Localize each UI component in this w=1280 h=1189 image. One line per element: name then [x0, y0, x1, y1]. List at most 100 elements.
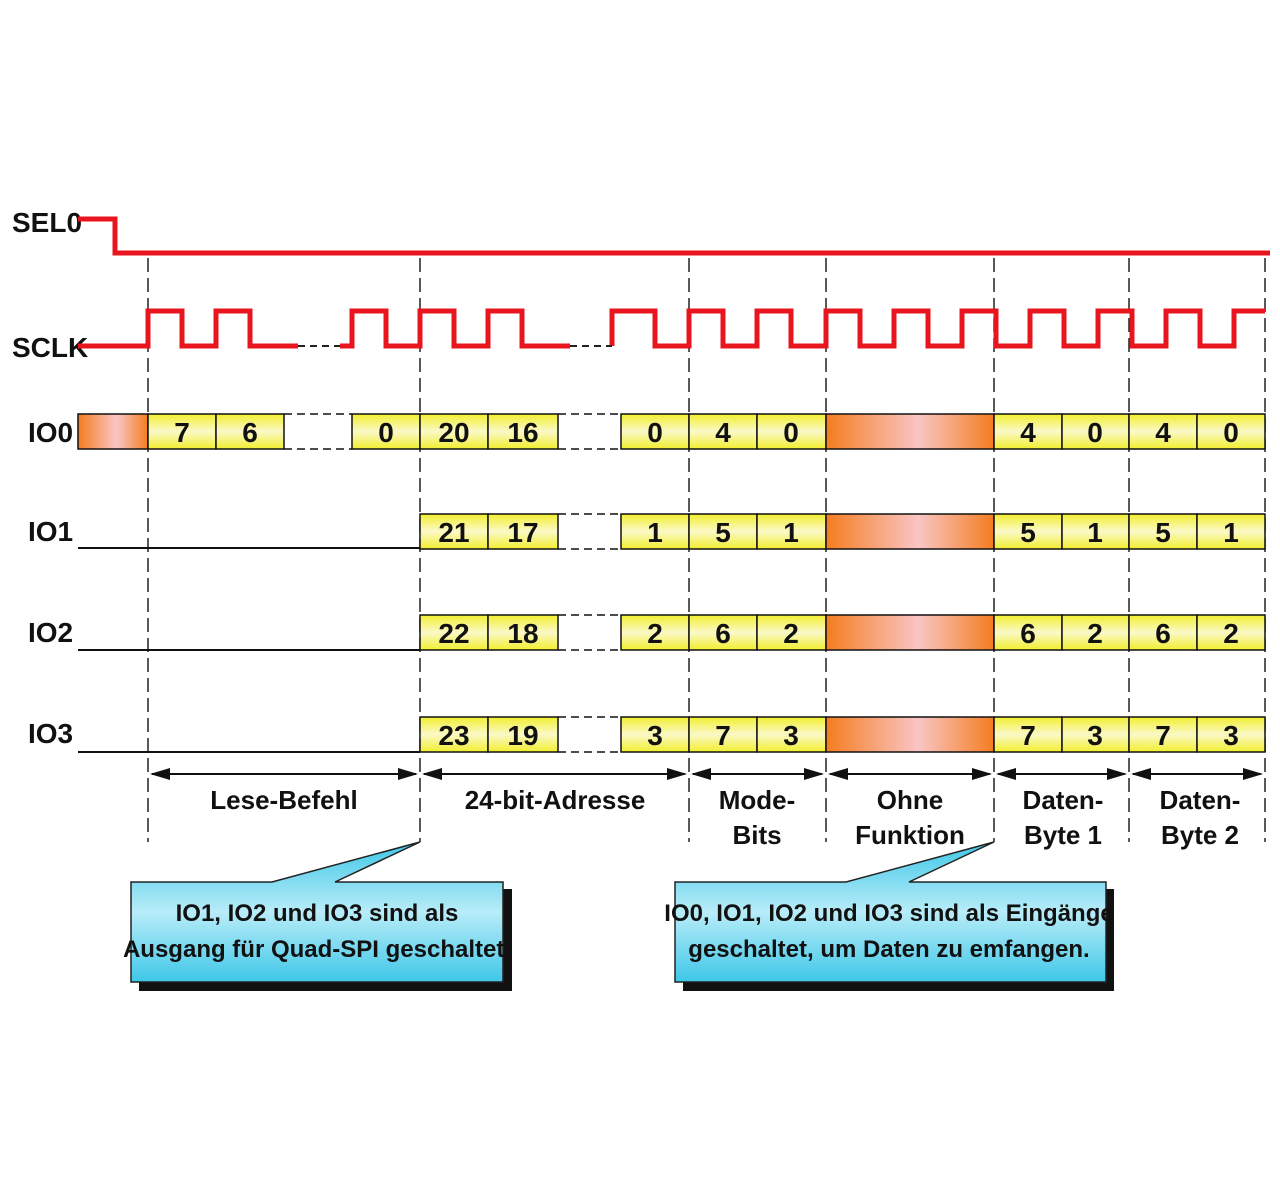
io2-cell-2-byte2 — [1196, 614, 1266, 651]
io2-label-2-mode: 2 — [783, 618, 799, 649]
io1-cell-5-byte2 — [1128, 513, 1198, 550]
io0-label-4-mode: 4 — [715, 417, 731, 448]
callout-input-box — [674, 841, 1107, 983]
io1-label-5-mode: 5 — [715, 517, 731, 548]
io3-label-3-byte1: 3 — [1087, 720, 1103, 751]
phase-span-arrows — [150, 768, 1263, 780]
io1-label-1-address: 1 — [647, 517, 663, 548]
sclk-waveform — [78, 308, 1265, 349]
io3-cell-19 — [487, 716, 559, 753]
phase-label-dummy-line2: Funktion — [855, 820, 965, 850]
io2-cell-2-byte1 — [1061, 614, 1130, 651]
io2-label-22: 22 — [438, 618, 469, 649]
io3-label-23: 23 — [438, 720, 469, 751]
callout-output-line1: IO1, IO2 und IO3 sind als — [176, 900, 459, 927]
span-arrow-data1-head-right — [1107, 768, 1127, 780]
span-arrow-address — [422, 768, 687, 780]
io1-label-17: 17 — [507, 517, 538, 548]
phase-label-command: Lese-Befehl — [210, 785, 357, 815]
io3-gap-dashes — [558, 716, 621, 753]
io2-label-18: 18 — [507, 618, 538, 649]
io3-row: 23 19 3 7 3 7 3 7 3 — [419, 716, 1266, 753]
io0-label-4-byte2: 4 — [1155, 417, 1171, 448]
io-idle-lines — [78, 547, 420, 753]
io0-label-7: 7 — [174, 417, 190, 448]
callout-output-box — [130, 841, 504, 983]
io0-label-16: 16 — [507, 417, 538, 448]
io0-label-0-byte1: 0 — [1087, 417, 1103, 448]
io3-dummy-bar — [825, 716, 995, 753]
io3-cell-7-byte1 — [993, 716, 1063, 753]
io1-cell-1-byte2 — [1196, 513, 1266, 550]
io1-label-1-mode: 1 — [783, 517, 799, 548]
io3-label-7-byte1: 7 — [1020, 720, 1036, 751]
io2-cell-22 — [419, 614, 489, 651]
callout-input-line1: IO0, IO1, IO2 und IO3 sind als Eingänge — [664, 900, 1113, 927]
phase-label-mode-line2: Bits — [732, 820, 781, 850]
io0-cell-4-byte2 — [1128, 413, 1198, 450]
io3-label-7-mode: 7 — [715, 720, 731, 751]
io2-gap-dashes — [558, 614, 621, 651]
io1-label-5-byte1: 5 — [1020, 517, 1036, 548]
io1-cell-5-byte1 — [993, 513, 1063, 550]
io1-cell-1-address — [620, 513, 690, 550]
io0-label-0-byte2: 0 — [1223, 417, 1239, 448]
io3-cell-3-address — [620, 716, 690, 753]
phase-label-mode-line1: Mode- — [719, 785, 796, 815]
io2-label-6-mode: 6 — [715, 618, 731, 649]
io2-cell-2-address — [620, 614, 690, 651]
io1-dummy-bar — [825, 513, 995, 550]
io0-label-0-address: 0 — [647, 417, 663, 448]
span-arrow-data2 — [1131, 768, 1263, 780]
signal-label-io1: IO1 — [28, 516, 73, 547]
phase-label-data1-line1: Daten- — [1023, 785, 1104, 815]
io2-label-6-byte2: 6 — [1155, 618, 1171, 649]
io2-label-2-address: 2 — [647, 618, 663, 649]
callout-output-line2: Ausgang für Quad-SPI geschaltet. — [123, 936, 511, 963]
io0-dummy-bar — [825, 413, 995, 450]
io0-cell-0-command — [351, 413, 421, 450]
span-arrow-address-head-right — [667, 768, 687, 780]
io1-cell-1-byte1 — [1061, 513, 1130, 550]
io0-cell-7 — [147, 413, 217, 450]
callout-input-mode: IO0, IO1, IO2 und IO3 sind als Eingänge … — [664, 841, 1114, 991]
io3-label-3-byte2: 3 — [1223, 720, 1239, 751]
io3-cell-3-byte2 — [1196, 716, 1266, 753]
span-arrow-command-head-right — [398, 768, 418, 780]
io3-label-7-byte2: 7 — [1155, 720, 1171, 751]
span-arrow-command-head-left — [150, 768, 170, 780]
io2-cell-6-mode — [688, 614, 758, 651]
io1-row: 21 17 1 5 1 5 1 5 1 — [419, 513, 1266, 550]
sel0-waveform — [78, 216, 1270, 256]
signal-label-io3: IO3 — [28, 718, 73, 749]
io0-cell-0-byte1 — [1061, 413, 1130, 450]
io1-label-5-byte2: 5 — [1155, 517, 1171, 548]
io2-dummy-bar — [825, 614, 995, 651]
span-arrow-data2-head-right — [1243, 768, 1263, 780]
io3-label-3-address: 3 — [647, 720, 663, 751]
sclk-segment-2 — [340, 308, 570, 349]
signal-label-sclk: SCLK — [12, 332, 88, 363]
span-arrow-mode — [691, 768, 824, 780]
io0-label-0-mode: 0 — [783, 417, 799, 448]
io2-cell-6-byte2 — [1128, 614, 1198, 651]
io1-label-1-byte1: 1 — [1087, 517, 1103, 548]
io2-row: 22 18 2 6 2 6 2 6 2 — [419, 614, 1266, 651]
span-arrow-address-head-left — [422, 768, 442, 780]
io1-cell-1-mode — [756, 513, 827, 550]
io3-label-3-mode: 3 — [783, 720, 799, 751]
io0-label-4-byte1: 4 — [1020, 417, 1036, 448]
io1-gap-dashes — [558, 513, 621, 550]
io0-cell-6 — [215, 413, 285, 450]
io0-cell-16 — [487, 413, 559, 450]
io0-cell-0-byte2 — [1196, 413, 1266, 450]
span-arrow-mode-head-left — [691, 768, 711, 780]
signal-label-io2: IO2 — [28, 617, 73, 648]
phase-label-address: 24-bit-Adresse — [465, 785, 646, 815]
signal-label-sel0: SEL0 — [12, 207, 82, 238]
span-arrow-dummy-head-left — [828, 768, 848, 780]
sclk-segment-3 — [609, 308, 1265, 349]
callout-output-mode: IO1, IO2 und IO3 sind als Ausgang für Qu… — [123, 841, 512, 991]
io0-cell-4-byte1 — [993, 413, 1063, 450]
